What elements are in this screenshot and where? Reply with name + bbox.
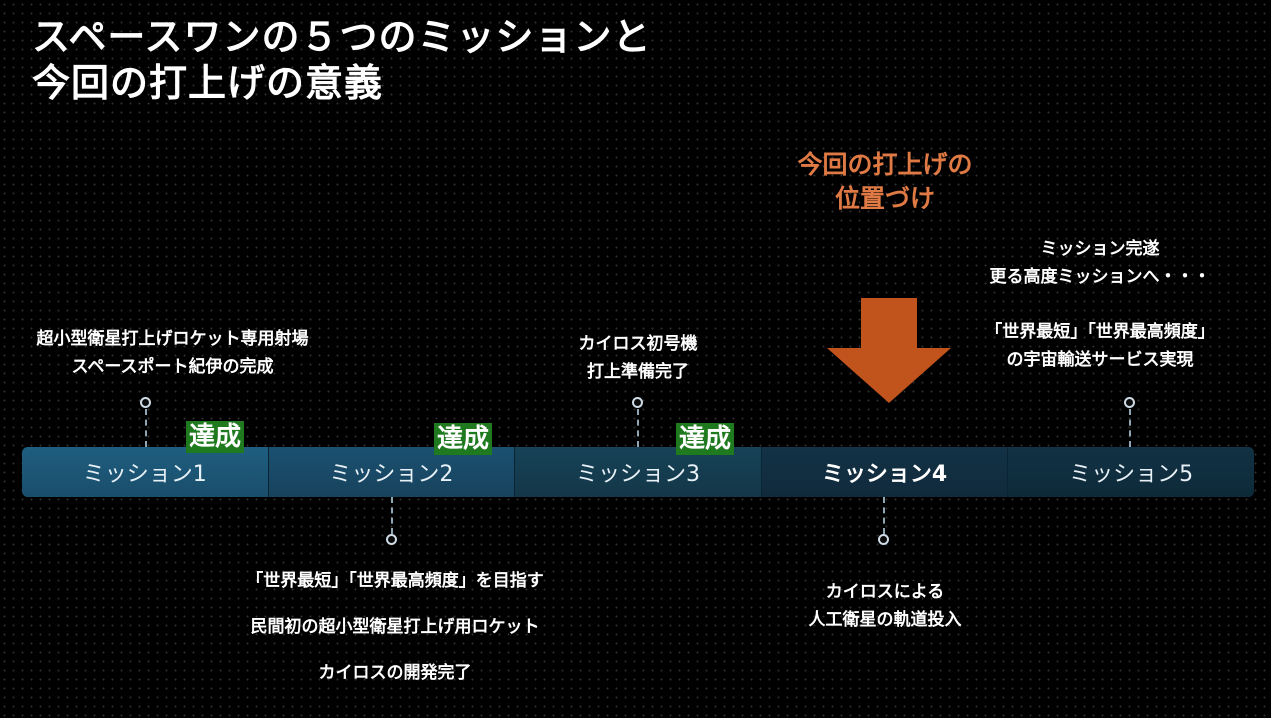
mission-5-note: 「世界最短」「世界最高頻度」 の宇宙輸送サービス実現 xyxy=(985,322,1215,370)
mission-5-goal-note: ミッション完遂 更る高度ミッションへ・・・ xyxy=(989,239,1211,287)
mission-2-connector xyxy=(391,497,393,534)
down-arrow-icon xyxy=(827,298,951,403)
current-launch-label: 今回の打上げの 位置づけ xyxy=(730,148,1040,216)
mission-2-note: 「世界最短」「世界最高頻度」を目指す 民間初の超小型衛星打上げ用ロケット カイロ… xyxy=(246,571,544,683)
current-launch-label-line-1: 今回の打上げの xyxy=(797,150,973,179)
title-line-1: スペースワンの５つのミッションと xyxy=(32,15,652,59)
mission-1-marker xyxy=(140,397,151,408)
mission-timeline: ミッション1 ミッション2 ミッション3 ミッション4 ミッション5 xyxy=(22,447,1254,497)
mission-4-segment: ミッション4 xyxy=(761,447,1009,497)
mission-3-connector xyxy=(637,409,639,447)
mission-3-segment: ミッション3 xyxy=(515,447,762,497)
mission-5-connector xyxy=(1129,409,1131,447)
mission-4-note: カイロスによる 人工衛星の軌道投入 xyxy=(808,582,962,630)
mission-3-achieved-badge: 達成 xyxy=(676,423,735,455)
mission-1-segment: ミッション1 xyxy=(22,447,269,497)
mission-3-note: カイロス初号機 打上準備完了 xyxy=(578,334,698,382)
mission-1-note: 超小型衛星打上げロケット専用射場 スペースポート紀伊の完成 xyxy=(36,329,309,377)
mission-4-marker xyxy=(878,534,889,545)
mission-2-marker xyxy=(386,534,397,545)
mission-5-marker xyxy=(1124,397,1135,408)
mission-4-connector xyxy=(883,497,885,534)
mission-2-achieved-badge: 達成 xyxy=(434,423,493,455)
page-title: スペースワンの５つのミッションと 今回の打上げの意義 xyxy=(32,14,651,106)
mission-3-marker xyxy=(632,397,643,408)
mission-2-segment: ミッション2 xyxy=(268,447,516,497)
mission-5-segment: ミッション5 xyxy=(1008,447,1254,497)
mission-1-connector xyxy=(145,409,147,447)
title-line-2: 今回の打上げの意義 xyxy=(32,61,384,105)
current-launch-label-line-2: 位置づけ xyxy=(834,184,935,213)
mission-1-achieved-badge: 達成 xyxy=(186,421,245,453)
